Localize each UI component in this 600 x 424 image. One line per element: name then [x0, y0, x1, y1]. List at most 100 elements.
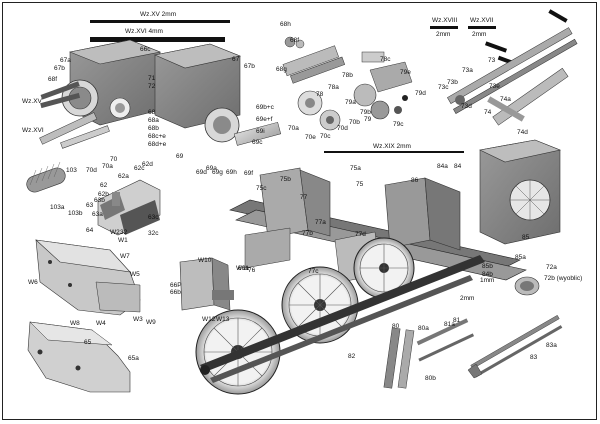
part-label: 72 [148, 83, 156, 90]
part-label: 80b [425, 375, 436, 382]
part-label: 83 [530, 354, 538, 361]
connecting-rods [200, 255, 485, 383]
part-label: 68f [290, 37, 300, 44]
part-label: 68c+e [148, 133, 166, 140]
part-label: 69f [244, 170, 254, 177]
part-label: 79d [415, 90, 426, 97]
part-label: 83a [546, 342, 557, 349]
part-label: W11 [236, 265, 249, 272]
wire-caption-xvii-2mm: 2mm [472, 31, 487, 38]
part-label: 69i [256, 128, 265, 135]
part-label: W5 [130, 271, 140, 278]
roller-103 [26, 161, 66, 193]
sheet-border [2, 2, 597, 420]
part-label: 62 [100, 182, 108, 189]
part-label: 80a [418, 325, 429, 332]
part-label: 68h [280, 21, 291, 28]
part-label: 70d [337, 125, 348, 132]
part-label: 69b+c [256, 104, 274, 111]
part-label: 67 [232, 56, 240, 63]
part-label: 79 [364, 116, 372, 123]
part-label: 67b [54, 65, 65, 72]
part-label: W13 [216, 316, 230, 323]
part-label: 84a [437, 163, 448, 170]
part-label: 74a [500, 96, 511, 103]
part-label: 74d [517, 129, 528, 136]
part-label: 32c [148, 230, 159, 237]
wire-caption-xix: Wz.XIX 2mm [373, 143, 411, 150]
part-label: 70a [102, 163, 113, 170]
eccentric-discs [297, 61, 413, 131]
part-label: 77 [300, 194, 308, 201]
rods-73-74 [447, 27, 578, 126]
part-label: 73 [488, 57, 496, 64]
part-label: 77a [315, 219, 326, 226]
part-label: 66b [170, 289, 181, 296]
part-label: 77b [302, 230, 313, 237]
part-label: 84b [482, 271, 493, 278]
part-label: 64 [86, 227, 94, 234]
part-label: 62c [134, 165, 145, 172]
part-label: 68f [48, 76, 58, 83]
part-label: 66P [170, 282, 182, 289]
wire-caption-xviii-2mm: 2mm [436, 31, 451, 38]
part-label: 62a [118, 173, 129, 180]
part-label: 67a [60, 57, 71, 64]
part-label: W7 [120, 253, 130, 260]
wire-caption-xviii: Wz.XVIII [432, 17, 458, 24]
part-label: 79a [345, 99, 356, 106]
smokebox-85 [479, 139, 562, 245]
part-label: W9 [146, 319, 156, 326]
part-label: W6 [28, 279, 38, 286]
part-label: 84 [454, 163, 462, 170]
part-label: W3 [133, 316, 143, 323]
part-label: 80 [392, 323, 400, 330]
part-label: 85b [482, 263, 493, 270]
part-label: 78 [316, 91, 324, 98]
wire-caption-xv: Wz.XV 2mm [140, 11, 177, 18]
part-label: 70 [110, 156, 118, 163]
part-label: 70b [349, 119, 360, 126]
part-label: 69e+f [256, 116, 273, 123]
part-label: 67b [244, 63, 255, 70]
part-label: 69h [226, 169, 237, 176]
part-label: 85a [515, 254, 526, 261]
part-label: 66a [238, 265, 249, 272]
cylinder-right [154, 43, 282, 146]
part-label: 77c [308, 268, 319, 275]
part-label: W10 [198, 257, 212, 264]
part-label: W4 [96, 320, 106, 327]
part-label: 73d [461, 103, 472, 110]
part-label: 75a [350, 165, 361, 172]
part-label: 63b [94, 197, 105, 204]
part-label: 78a [328, 84, 339, 91]
part-label: 77d [355, 231, 366, 238]
part-label: W12 [202, 316, 216, 323]
part-label: 81 [453, 317, 461, 324]
crosshead-62 [97, 179, 161, 236]
part-label: 76 [248, 267, 256, 274]
small-parts-top [282, 36, 385, 84]
part-label: 63a [92, 211, 103, 218]
part-label: 68g [276, 66, 287, 73]
part-label: 68d+e [148, 141, 167, 148]
part-label: 70e [305, 134, 316, 141]
part-label: 65a [128, 355, 139, 362]
wire-caption-xvii: Wz.XVII [470, 17, 494, 24]
part-label: 66c [140, 46, 151, 53]
part-label: 74 [484, 109, 492, 116]
part-label: 82 [348, 353, 356, 360]
rods-80-83 [383, 314, 563, 389]
part-label: W2 [110, 229, 120, 236]
bracket-w10 [179, 257, 234, 311]
part-label: 70a [288, 125, 299, 132]
part-label: 72a [546, 264, 557, 271]
part-label: 103b [68, 210, 83, 217]
part-label: 68a [148, 117, 159, 124]
cylinder-left [39, 39, 162, 149]
wire-caption-xv-side: Wz.XV [22, 98, 42, 105]
part-label: 69d [196, 169, 207, 176]
part-label: 72b (wyoblic) [544, 275, 583, 282]
part-label: 78c [380, 56, 391, 63]
